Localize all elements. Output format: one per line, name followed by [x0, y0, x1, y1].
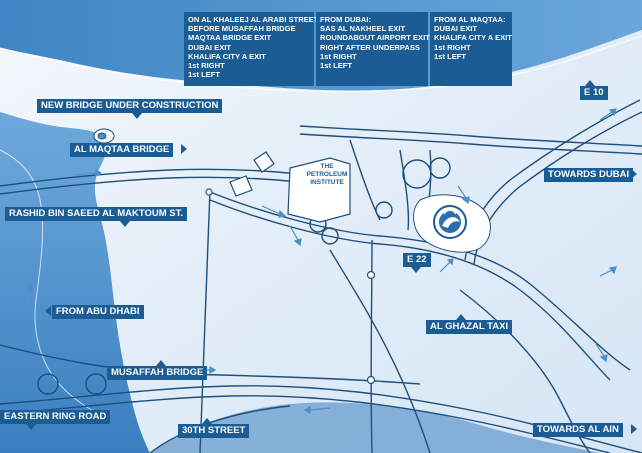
direction-line: MAQTAA BRIDGE EXIT [188, 33, 272, 43]
label-pointer [181, 144, 187, 154]
direction-line: DUBAI EXIT [434, 24, 478, 34]
direction-line: 1st RIGHT [434, 42, 471, 52]
label-pointer [45, 306, 51, 316]
label-rashid-street: RASHID BIN SAEED AL MAKTOUM ST. [5, 207, 188, 221]
direction-line: 1st RIGHT [188, 61, 225, 71]
label-pointer [120, 221, 130, 227]
label-maqtaa-bridge: AL MAQTAA BRIDGE [70, 143, 174, 157]
direction-line: KHALIFA CITY A EXIT [434, 33, 512, 43]
petroleum-institute-building [229, 151, 351, 223]
label-30th-street: 30TH STREET [178, 424, 250, 438]
directions-box-dubai: FROM DUBAI: SAS AL NAKHEEL EXIT ROUNDABO… [316, 12, 430, 86]
direction-line: ROUNDABOUT AIRPORT EXIT [320, 33, 430, 43]
label-pointer [132, 113, 142, 119]
label-pointer [631, 424, 637, 434]
building-label: THE PETROLEUM INSTITUTE [306, 163, 348, 186]
direction-line: DUBAI EXIT [188, 42, 232, 52]
direction-line: 1st RIGHT [320, 51, 357, 61]
label-pointer [585, 80, 595, 86]
label-e10: E 10 [580, 86, 608, 100]
directions-box-khaleej: ON AL KHALEEJ AL ARABI STREET: BEFORE MU… [184, 12, 321, 86]
direction-line: BEFORE MUSAFFAH BRIDGE [188, 24, 296, 34]
label-pointer [26, 424, 36, 430]
label-pointer [631, 169, 637, 179]
school-crest-icon [433, 205, 467, 239]
label-e22: E 22 [403, 253, 431, 267]
label-towards-al-ain: TOWARDS AL AIN [533, 423, 623, 437]
roundabouts [37, 157, 451, 395]
label-towards-dubai: TOWARDS DUBAI [544, 168, 634, 182]
islands [93, 128, 115, 144]
direction-line: ON AL KHALEEJ AL ARABI STREET: [188, 15, 321, 24]
direction-line: SAS AL NAKHEEL EXIT [320, 24, 406, 34]
direction-line: 1st LEFT [434, 51, 467, 61]
directions-box-maqtaa: FROM AL MAQTAA: DUBAI EXIT KHALIFA CITY … [430, 12, 512, 86]
label-pointer [202, 418, 212, 424]
label-al-ghazal-taxi: AL GHAZAL TAXI [426, 320, 513, 334]
label-pointer [156, 360, 166, 366]
direction-line: RIGHT AFTER UNDERPASS [320, 42, 420, 52]
direction-line: FROM AL MAQTAA: [434, 15, 506, 24]
label-from-abu-dhabi: FROM ABU DHABI [52, 305, 144, 319]
label-new-bridge: NEW BRIDGE UNDER CONSTRUCTION [37, 99, 223, 113]
direction-line: KHALIFA CITY A EXIT [188, 51, 266, 61]
canal-area [150, 402, 600, 453]
direction-line: 1st LEFT [320, 61, 353, 71]
label-musaffah-bridge: MUSAFFAH BRIDGE [107, 366, 208, 380]
direction-line: 1st LEFT [188, 70, 221, 80]
label-eastern-ring-road: EASTERN RING ROAD [0, 410, 111, 424]
direction-line: FROM DUBAI: [320, 15, 372, 24]
label-pointer [411, 267, 421, 273]
label-pointer [456, 314, 466, 320]
